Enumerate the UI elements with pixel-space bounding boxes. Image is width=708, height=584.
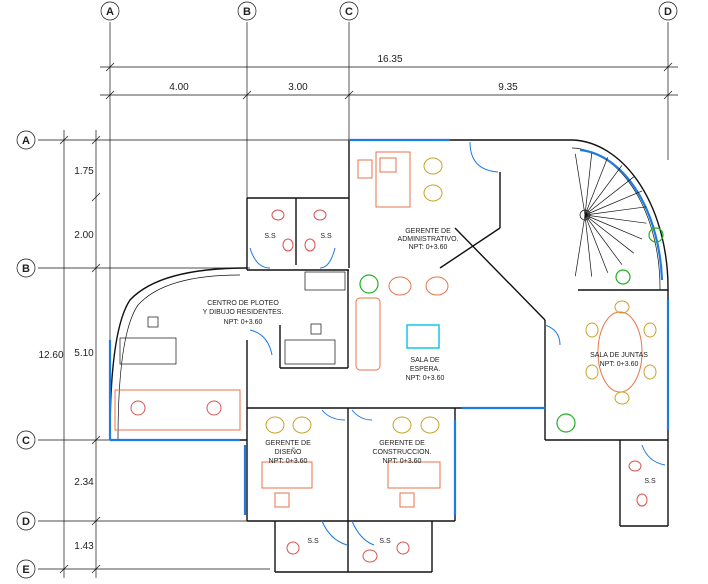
grid-bubble-row-c: C (16, 430, 36, 450)
vertical-dimensions: 12.60 1.75 2.00 5.10 2.34 1.43 (38, 130, 101, 578)
design-office-furniture (261, 416, 313, 508)
stair-step (584, 214, 643, 240)
height-seg-3: 5.10 (74, 348, 94, 359)
width-seg-2: 3.00 (288, 82, 308, 93)
ss-label-5: S.S (644, 478, 656, 485)
design-label-1: GERENTE DE (265, 440, 311, 447)
ss-label-1: S.S (264, 233, 276, 240)
waiting-label-1: SALA DE (410, 357, 440, 364)
grid-bubble-row-e: E (16, 559, 36, 579)
horizontal-dimensions: 16.35 4.00 3.00 9.35 (100, 54, 678, 100)
height-seg-5: 1.43 (74, 541, 94, 552)
design-label-3: NPT: 0+3.60 (269, 458, 308, 465)
windows-and-doors (108, 138, 670, 546)
total-width-label: 16.35 (377, 54, 402, 65)
spiral-staircase (574, 153, 647, 277)
construction-office-furniture (387, 416, 441, 508)
ploteo-label-2: Y DIBUJO RESIDENTES. (203, 309, 284, 316)
admin-office-label-1: GERENTE DE (405, 228, 451, 235)
construction-label-3: NPT: 0+3.60 (383, 458, 422, 465)
height-seg-1: 1.75 (74, 166, 94, 177)
stair-step (584, 157, 609, 216)
svg-text:B: B (22, 263, 30, 275)
ploteo-label-3: NPT: 0+3.60 (224, 319, 263, 326)
exterior-walls (109, 139, 669, 573)
stair-step (584, 214, 623, 265)
svg-text:E: E (22, 564, 29, 576)
construction-label-1: GERENTE DE (379, 440, 425, 447)
waiting-label-2: ESPERA. (410, 366, 440, 373)
stair-step (584, 214, 609, 273)
row-grid-bubbles: A B C D E (16, 130, 36, 579)
svg-text:C: C (345, 6, 353, 18)
height-seg-4: 2.34 (74, 477, 94, 488)
svg-text:B: B (243, 6, 251, 18)
grid-bubble-col-a: A (100, 1, 120, 21)
column-grid-bubbles: A B C D (100, 1, 678, 21)
width-seg-1: 4.00 (169, 82, 189, 93)
stair-step (584, 153, 593, 216)
meeting-label-2: NPT: 0+3.60 (600, 361, 639, 368)
stair-step (584, 214, 593, 277)
width-seg-3: 9.35 (498, 82, 518, 93)
grid-lines (38, 22, 669, 570)
waiting-room-furniture (355, 274, 449, 371)
design-label-2: DISEÑO (275, 447, 302, 456)
waiting-label-3: NPT: 0+3.60 (406, 375, 445, 382)
top-bathroom-fixtures (271, 209, 327, 252)
stair-step (584, 206, 647, 216)
svg-text:D: D (22, 516, 30, 528)
grid-bubble-col-d: D (658, 1, 678, 21)
ss-label-4: S.S (379, 538, 391, 545)
ss-label-3: S.S (307, 538, 319, 545)
bottom-bathroom-fixtures (286, 460, 648, 563)
admin-office-label-3: NPT: 0+3.60 (409, 244, 448, 251)
total-height-label: 12.60 (38, 350, 63, 361)
grid-bubble-row-a: A (16, 130, 36, 150)
ss-label-2: S.S (320, 233, 332, 240)
grid-bubble-col-c: C (339, 1, 359, 21)
grid-bubble-row-d: D (16, 511, 36, 531)
stair-step (584, 165, 623, 216)
svg-text:A: A (22, 135, 30, 147)
stair-center-post (579, 209, 591, 221)
stair-step (574, 214, 586, 277)
admin-office-label-2: ADMINISTRATIVO. (398, 236, 459, 243)
height-seg-2: 2.00 (74, 230, 94, 241)
stair-step (584, 176, 635, 216)
stair-step (574, 153, 586, 216)
stair-step (584, 190, 643, 216)
ploteo-label-1: CENTRO DE PLOTEO (207, 300, 279, 307)
svg-text:C: C (22, 435, 30, 447)
stair-step (584, 214, 635, 254)
room-labels: GERENTE DE ADMINISTRATIVO. NPT: 0+3.60 C… (203, 228, 656, 545)
grid-bubble-col-b: B (237, 1, 257, 21)
plotting-center-furniture (114, 271, 346, 431)
construction-label-2: CONSTRUCCION. (372, 449, 431, 456)
svg-text:D: D (664, 6, 672, 18)
admin-office-furniture (357, 151, 443, 208)
meeting-room-furniture (556, 227, 664, 433)
grid-bubble-row-b: B (16, 258, 36, 278)
stair-step (584, 214, 647, 224)
meeting-label-1: SALA DE JUNTAS (590, 352, 648, 359)
svg-text:A: A (106, 6, 114, 18)
